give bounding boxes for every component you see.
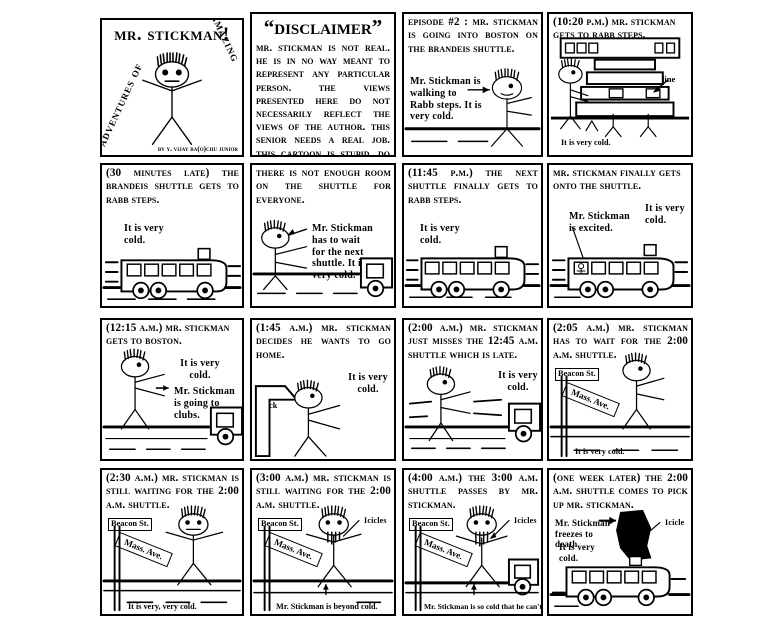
panel-8-caption: Mr. Stickman finally gets onto the shutt… [553,167,681,193]
panel-9-note-2: Mr. Stickman is going to clubs. [174,386,235,421]
panel-7-note-1: It is very cold. [420,223,460,246]
panel-5-artwork [102,247,242,300]
panel-16-note-1: Mr. Stickman freezes to death. [555,518,611,550]
comic-panel-10: (1:45 a.m.) Mr. Stickman decides he want… [250,318,396,461]
panel-15-artwork [404,505,540,612]
panel-4-line-label: line [662,74,676,84]
comic-panel-9: (12:15 a.m.) Mr. Stickman gets to Boston… [100,318,244,461]
panel-4-bottom-note: It is very cold. [561,138,611,147]
panel-6-note-1: Mr. Stickman has to wait for the next sh… [312,223,373,282]
comic-panel-13: (2:30 a.m.) Mr. Stickman is still waitin… [100,468,244,616]
panel-3-artwork [404,68,541,147]
panel-16-note-icicle: Icicle [665,518,685,527]
panel-14-bottom-note: Mr. Stickman is beyond cold. [276,602,378,611]
panel-5-note-1: It is very cold. [124,223,164,246]
panel-13-caption: (2:30 a.m.) Mr. Stickman is still waitin… [106,472,239,511]
panel-10-note-1: It is very cold. [348,372,388,395]
panel-4-artwork [550,37,690,138]
panel-16-note-3: It is very cold. [559,542,595,563]
panel-11-artwork [404,365,541,450]
comic-panel-16: (One week later) The 2:00 a.m. shuttle c… [547,468,693,616]
panel-15-note-icicles: Icicles [514,516,537,525]
panel-16-artwork [549,509,691,607]
comic-byline: By Y. Vijay Ra(O)chu Junior [157,145,238,153]
panel-16-caption: (One week later) The 2:00 a.m. shuttle c… [553,472,688,511]
comic-panel-12: (2:05 a.m.) Mr. Stickman has to wait for… [547,318,693,461]
panel-6-caption: There is not enough room on the shuttle … [256,167,391,206]
comic-panel-disclaimer: “Disclaimer” Mr. Stickman is not real. H… [250,12,396,157]
panel-15-caption: (4:00 a.m.) The 3:00 a.m. shuttle passes… [408,472,538,511]
panel-11-note-1: It is very cold. [498,370,538,393]
panel-13-bottom-note: It is very, very cold. [128,602,197,611]
panel-10-artwork [254,379,341,458]
stickman-figure-title [142,52,202,145]
panel-14-artwork [252,505,394,612]
panel-3-caption: Episode #2 : Mr. Stickman is going into … [408,16,538,55]
panel-9-note-1: It is very cold. [180,358,220,381]
panel-12-bottom-note: It is very cold. [575,447,625,456]
panel-5-caption: (30 minutes late) The Brandeis shuttle g… [106,167,239,206]
comic-panel-6: There is not enough room on the shuttle … [250,163,396,308]
panel-12-caption: (2:05 a.m.) Mr. Stickman has to wait for… [553,322,688,361]
panel-3-note-1: Mr. Stickman is walking to Rabb steps. I… [410,76,482,123]
comic-panel-3: Episode #2 : Mr. Stickman is going into … [402,12,543,157]
panel-13-artwork [102,505,242,612]
comic-panel-15: (4:00 a.m.) The 3:00 a.m. shuttle passes… [402,468,543,616]
panel-14-caption: (3:00 a.m.) Mr. Stickman is still waitin… [256,472,391,511]
panel-10-caption: (1:45 a.m.) Mr. Stickman decides he want… [256,322,391,361]
panel-8-note-1: Mr. Stickman is excited. [569,211,630,234]
comic-panel-title: Mr. Stickman! The Amazing Adventures of [100,18,244,157]
panel-6-artwork [252,219,394,298]
panel-9-caption: (12:15 a.m.) Mr. Stickman gets to Boston… [106,322,230,348]
panel-15-bottom-note: Mr. Stickman is so cold that he can't mo… [424,602,541,611]
comic-title: Mr. Stickman! [114,24,230,45]
disclaimer-title: “Disclaimer” [263,15,383,39]
panel-11-caption: (2:00 a.m.) Mr. Stickman just misses the… [408,322,538,361]
comic-panel-5: (30 minutes late) The Brandeis shuttle g… [100,163,244,308]
comic-panel-4: (10:20 p.m.) Mr. Stickman gets to Rabb s… [547,12,693,157]
panel-14-note-icicles: Icicles [364,516,387,525]
panel-8-artwork [549,226,691,299]
panel-12-artwork [549,352,691,458]
panel-7-caption: (11:45 p.m.) The next shuttle finally ge… [408,167,538,206]
comic-panel-8: Mr. Stickman finally gets onto the shutt… [547,163,693,308]
comic-panel-7: (11:45 p.m.) The next shuttle finally ge… [402,163,543,308]
disclaimer-body: Mr. Stickman is not real. He is in no wa… [256,42,390,155]
comic-panel-11: (2:00 a.m.) Mr. Stickman just misses the… [402,318,543,461]
panel-8-note-2: It is very cold. [645,203,685,226]
panel-7-artwork [404,245,541,299]
panel-9-artwork [102,348,242,451]
comic-panel-14: (3:00 a.m.) Mr. Stickman is still waitin… [250,468,396,616]
